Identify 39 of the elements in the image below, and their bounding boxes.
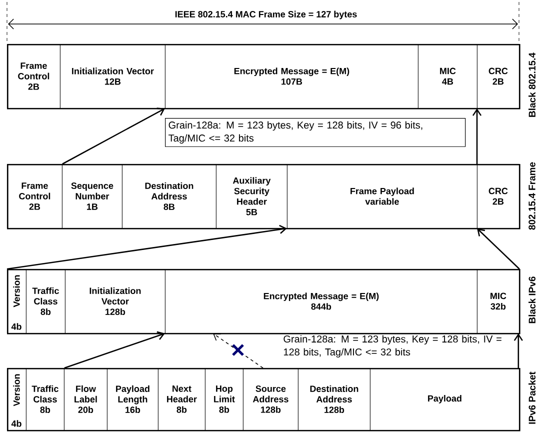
frame-field: Traffic Class 8b <box>26 269 66 334</box>
frame-field: Version 4b <box>7 269 26 334</box>
frame-field: Source Address 128b <box>243 368 298 430</box>
frame-field: Version 4b <box>7 368 26 430</box>
arrow <box>6 224 287 270</box>
frame-field: Payload <box>370 368 520 430</box>
frame-field: Initialization Vector 128b <box>65 269 166 334</box>
note-text: Grain-128a: M = 123 bytes, Key = 128 bits, IV = 128 bits, Tag/MIC <= 32 bits <box>284 335 502 358</box>
frame-field: Flow Label 20b <box>64 368 108 430</box>
frame-field: Next Header 8b <box>158 368 206 430</box>
frame-field: CRC 2B <box>477 164 520 228</box>
frame-field: Destination Address 128b <box>298 368 370 430</box>
frame-field: Encrypted Message = E(M) 107B <box>165 44 418 108</box>
row-label: Black 802.15.4 <box>528 52 536 117</box>
frame-field: Hop Limit 8b <box>205 368 244 430</box>
arrow <box>514 333 523 368</box>
dimension-label: IEEE 802.15.4 MAC Frame Size = 127 bytes <box>175 10 357 20</box>
arrow <box>62 108 165 165</box>
arrow <box>64 331 165 369</box>
row-label: IPv6 Packet <box>528 372 536 424</box>
frame-field: Destination Address 8B <box>122 164 216 228</box>
frame-field: CRC 2B <box>477 44 520 108</box>
frame-field: Frame Control 2B <box>7 44 60 108</box>
arrow <box>472 108 482 164</box>
frame-field: Frame Control 2B <box>7 164 62 228</box>
frame-field: Payload Length 16b <box>107 368 158 430</box>
frame-field: Traffic Class 8b <box>26 368 64 430</box>
frame-field: MIC 4B <box>418 44 478 108</box>
row-label: 802.15.4 Frame <box>528 162 536 230</box>
frame-field: Sequence Number 1B <box>62 164 122 228</box>
frame-field: MIC 32b <box>477 269 520 334</box>
arrow <box>213 333 264 368</box>
frame-field: Initialization Vector 12B <box>60 44 166 108</box>
arrow <box>477 228 520 270</box>
frame-field: Encrypted Message = E(M) 844b <box>165 269 478 334</box>
row-label: Black IPv6 <box>528 276 536 324</box>
note-box: Grain-128a: M = 123 bytes, Key = 128 bits, IV = 96 bits, Tag/MIC <= 32 bits <box>165 118 466 147</box>
frame-field: Frame Payload variable <box>287 164 478 228</box>
frame-field: Auxiliary Security Header 5B <box>216 164 288 228</box>
